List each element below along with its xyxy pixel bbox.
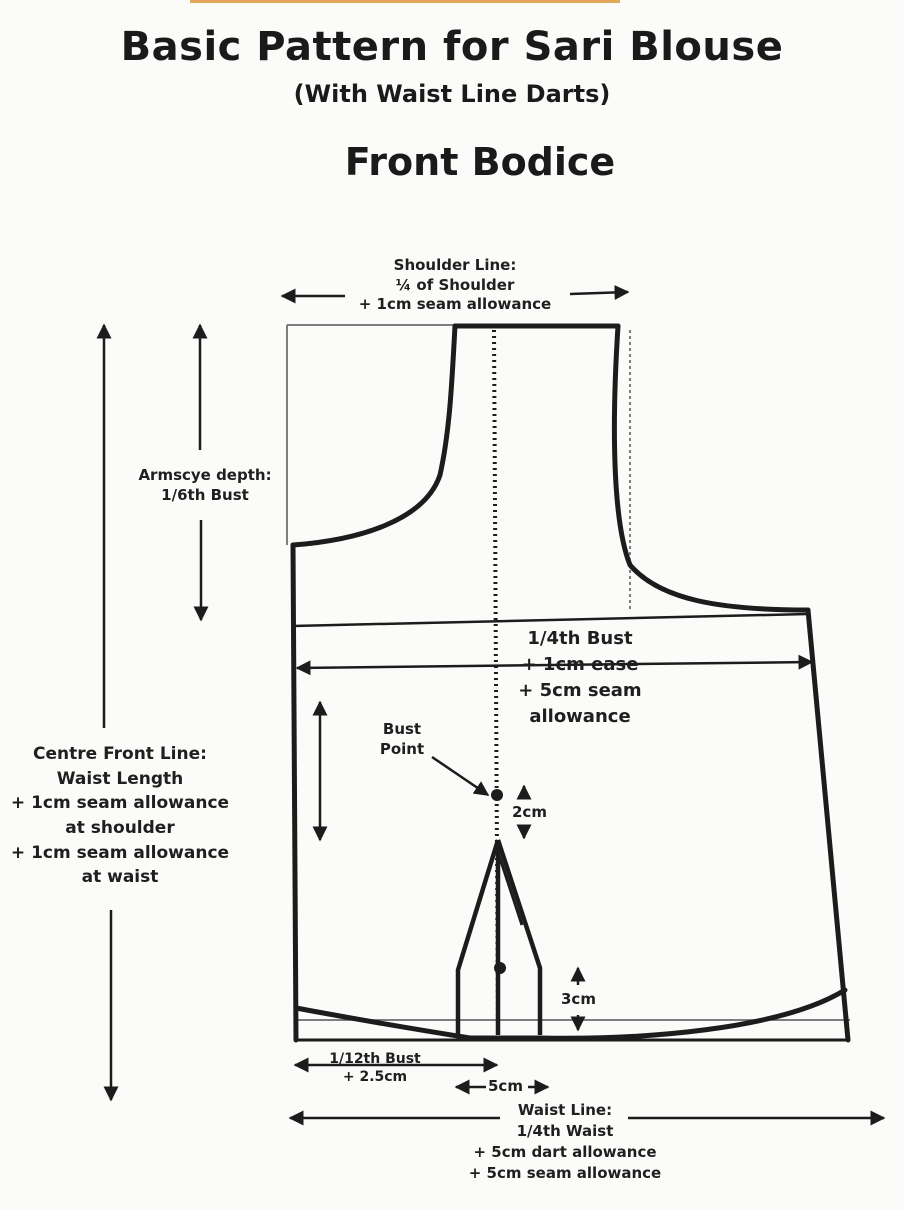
waist-line-label: Waist Line: 1/4th Waist + 5cm dart allow… xyxy=(468,1101,662,1182)
front-neck-label: 1/12th Bust + 2.5cm xyxy=(329,1051,421,1086)
dart-centre-dot xyxy=(494,962,506,974)
centre-front-line-label: Centre Front Line: Waist Length + 1cm se… xyxy=(10,744,230,888)
armscye-depth-label: Armscye depth: 1/6th Bust xyxy=(138,466,272,504)
bust-width-label: 1/4th Bust + 1cm ease + 5cm seam allowan… xyxy=(518,628,642,728)
bust-point-label: Bust Point xyxy=(379,720,425,758)
waist-curve xyxy=(293,987,848,1041)
bust-point-pointer xyxy=(431,755,490,797)
armscye-line xyxy=(292,612,809,628)
centre-front-line xyxy=(290,542,299,1043)
dart-top-label: 2cm xyxy=(512,803,547,821)
dart-width-label: 5cm xyxy=(488,1077,523,1095)
side-seam xyxy=(805,607,851,1043)
construction-lines xyxy=(292,612,814,676)
measurement-arrows xyxy=(96,284,886,1126)
top-accent-bar xyxy=(190,0,620,3)
section-title: Front Bodice xyxy=(344,140,616,184)
armhole-curve xyxy=(611,323,811,613)
shoulder-line-label: Shoulder Line: ¼ of Shoulder + 1cm seam … xyxy=(358,256,552,313)
page-subtitle: (With Waist Line Darts) xyxy=(293,80,611,108)
neck-curve xyxy=(290,323,458,548)
dart-bottom-label: 3cm xyxy=(561,990,596,1008)
bodice-outline xyxy=(290,323,851,1043)
bust-line-arrow xyxy=(295,654,814,676)
shoulder-arrow-right xyxy=(569,284,630,300)
bust-point-marker xyxy=(491,789,503,801)
waist-dart xyxy=(455,839,543,1035)
page-title: Basic Pattern for Sari Blouse xyxy=(120,24,784,70)
